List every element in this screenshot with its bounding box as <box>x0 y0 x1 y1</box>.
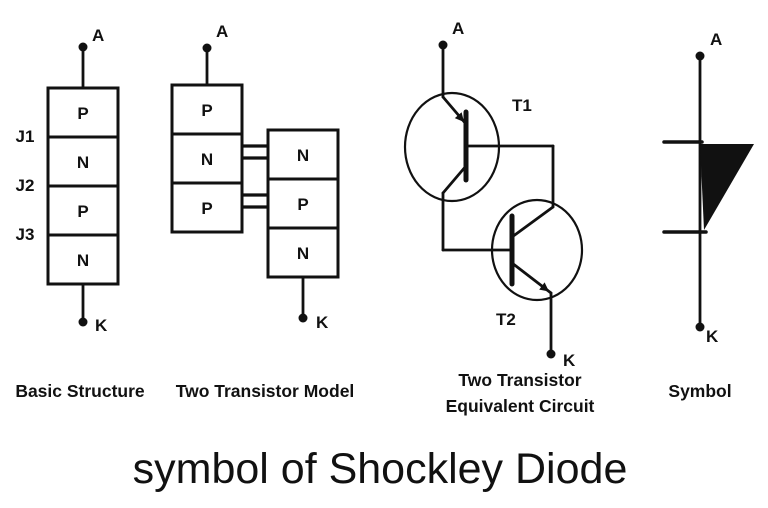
t2-label: T2 <box>496 310 516 329</box>
layer-label: N <box>297 244 309 263</box>
t1-emitter-arrow <box>454 112 464 122</box>
layer-label: N <box>297 146 309 165</box>
caption-equivalent-line2: Equivalent Circuit <box>446 396 595 416</box>
layer-label: N <box>201 150 213 169</box>
cathode-label: K <box>316 313 329 332</box>
layer-label: P <box>297 195 308 214</box>
junction-label-j3: J3 <box>16 225 35 244</box>
layer-label: N <box>77 251 89 270</box>
cathode-terminal-dot <box>78 317 88 327</box>
cathode-label: K <box>95 316 108 335</box>
cathode-terminal-dot <box>546 349 556 359</box>
anode-label: A <box>710 30 722 49</box>
junction-label-j2: J2 <box>16 176 35 195</box>
layer-label: P <box>77 202 88 221</box>
t1-label: T1 <box>512 96 532 115</box>
anode-label: A <box>452 19 464 38</box>
layer-label: P <box>201 199 212 218</box>
layer-label: P <box>77 104 88 123</box>
junction-label-j1: J1 <box>16 127 35 146</box>
equivalent-circuit-diagram: A T1 T2 K <box>403 19 584 370</box>
layer-label: P <box>201 101 212 120</box>
cathode-label: K <box>706 327 719 346</box>
anode-label: A <box>92 26 104 45</box>
basic-structure-diagram: A P N P N J1 J2 J3 K <box>16 26 120 335</box>
cathode-terminal-dot <box>695 322 705 332</box>
cathode-label: K <box>563 351 576 370</box>
t1-collector-line <box>441 164 468 195</box>
caption-basic-structure: Basic Structure <box>15 381 145 401</box>
symbol-triangle <box>700 144 754 230</box>
t2-emitter-arrow <box>539 282 549 292</box>
two-transistor-model-diagram: A P N P N P N K <box>170 22 340 332</box>
caption-symbol: Symbol <box>668 381 731 401</box>
layer-label: N <box>77 153 89 172</box>
cathode-terminal-dot <box>298 313 308 323</box>
t2-transistor-circle <box>490 198 584 302</box>
shockley-symbol-diagram: A K <box>662 30 754 346</box>
t2-collector-line <box>510 205 555 239</box>
main-title: symbol of Shockley Diode <box>133 445 628 493</box>
caption-two-transistor-model: Two Transistor Model <box>176 381 355 401</box>
anode-label: A <box>216 22 228 41</box>
caption-equivalent-line1: Two Transistor <box>458 370 581 390</box>
